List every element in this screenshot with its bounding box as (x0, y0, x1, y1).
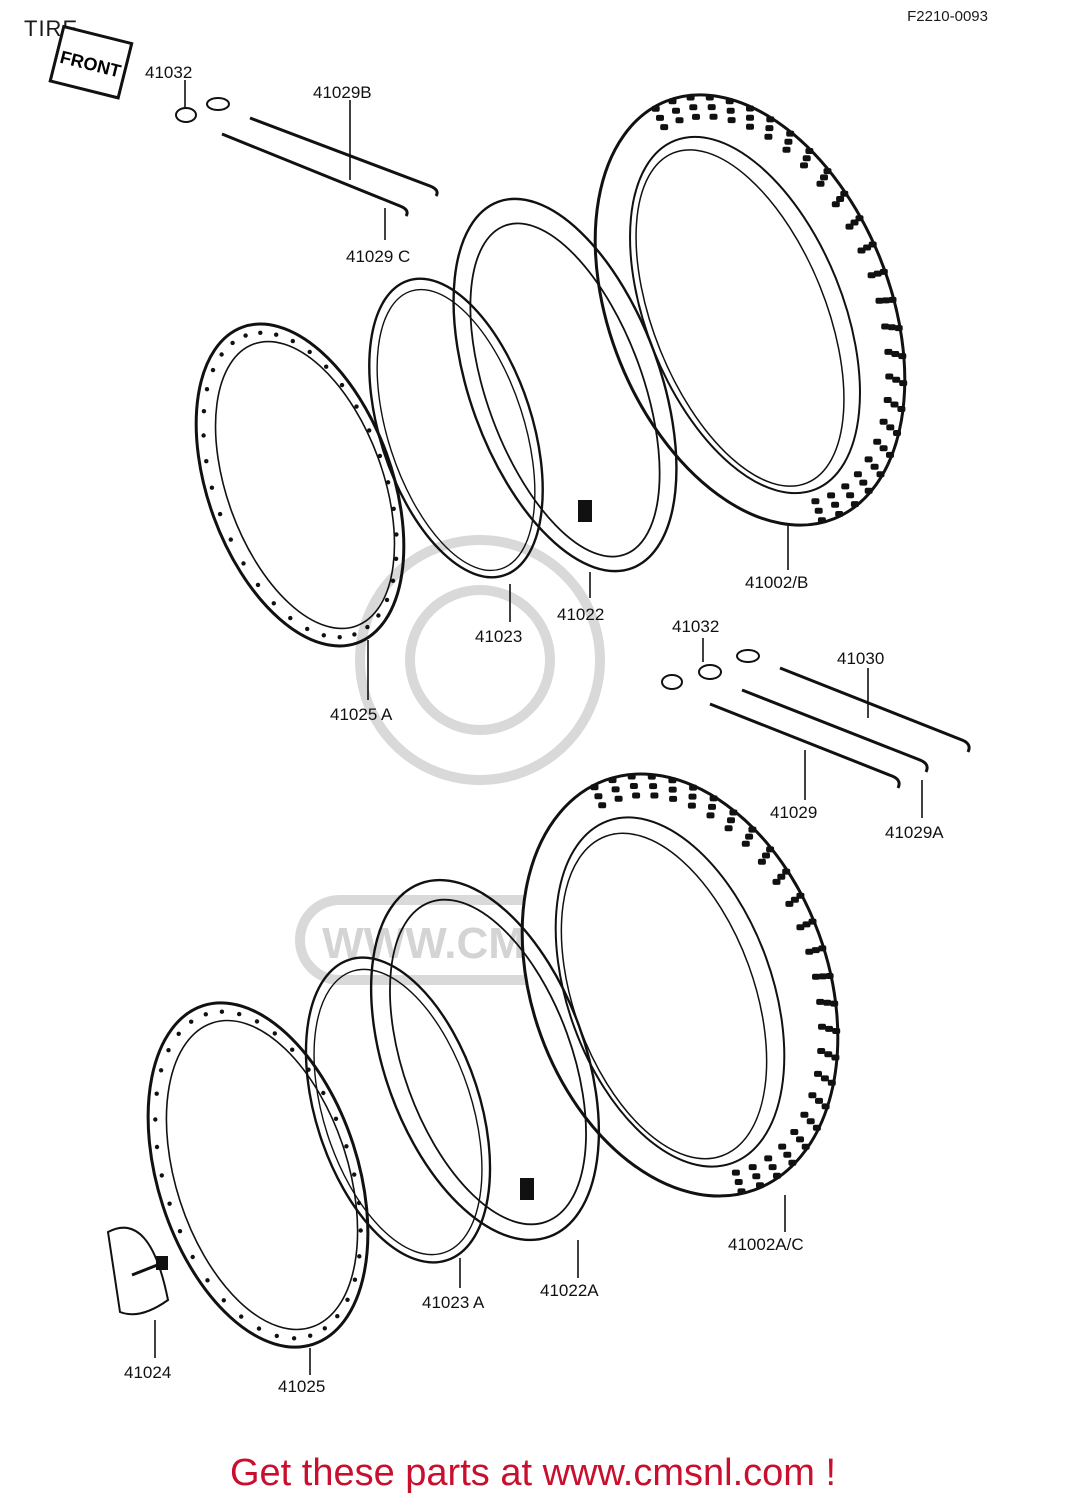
label-41022a: 41022A (540, 1281, 599, 1300)
spoke-41029a (709, 702, 901, 789)
label-41023a: 41023 A (422, 1293, 485, 1312)
tube-top (452, 197, 678, 573)
tire-bottom (520, 772, 841, 1198)
label-41032-top: 41032 (145, 63, 192, 82)
spoke-41030 (779, 666, 971, 753)
label-41002ac: 41002A/C (728, 1235, 804, 1254)
rim-lock (106, 1226, 170, 1316)
leader-lines (154, 80, 923, 1375)
valve-cap-mid (661, 649, 760, 690)
valve-cap-top (175, 97, 230, 123)
label-41022: 41022 (557, 605, 604, 624)
label-41002b: 41002/B (745, 573, 808, 592)
rim-band-bottom (304, 956, 492, 1264)
spoke-41029-mid (741, 688, 929, 773)
label-41029: 41029 (770, 803, 817, 822)
label-41029a: 41029A (885, 823, 944, 842)
tire-top (593, 93, 908, 527)
label-41025: 41025 (278, 1377, 325, 1396)
rim-bottom (146, 1001, 370, 1349)
cta-link[interactable]: Get these parts at www.cmsnl.com ! (229, 1452, 837, 1494)
label-41023: 41023 (475, 627, 522, 646)
spoke-41029b (249, 116, 439, 197)
diagram-code: F2210-0093 (907, 8, 988, 25)
spoke-41029c (221, 132, 409, 217)
label-41024: 41024 (124, 1363, 171, 1382)
label-41030: 41030 (837, 649, 884, 668)
label-41025a: 41025 A (330, 705, 393, 724)
front-badge: FRONT (48, 24, 134, 100)
label-41029c: 41029 C (346, 247, 410, 266)
tube-bottom (369, 878, 601, 1242)
rim-top (194, 322, 406, 648)
label-41029b: 41029B (313, 83, 372, 102)
rim-band-top (368, 277, 544, 579)
label-41032-mid: 41032 (672, 617, 719, 636)
